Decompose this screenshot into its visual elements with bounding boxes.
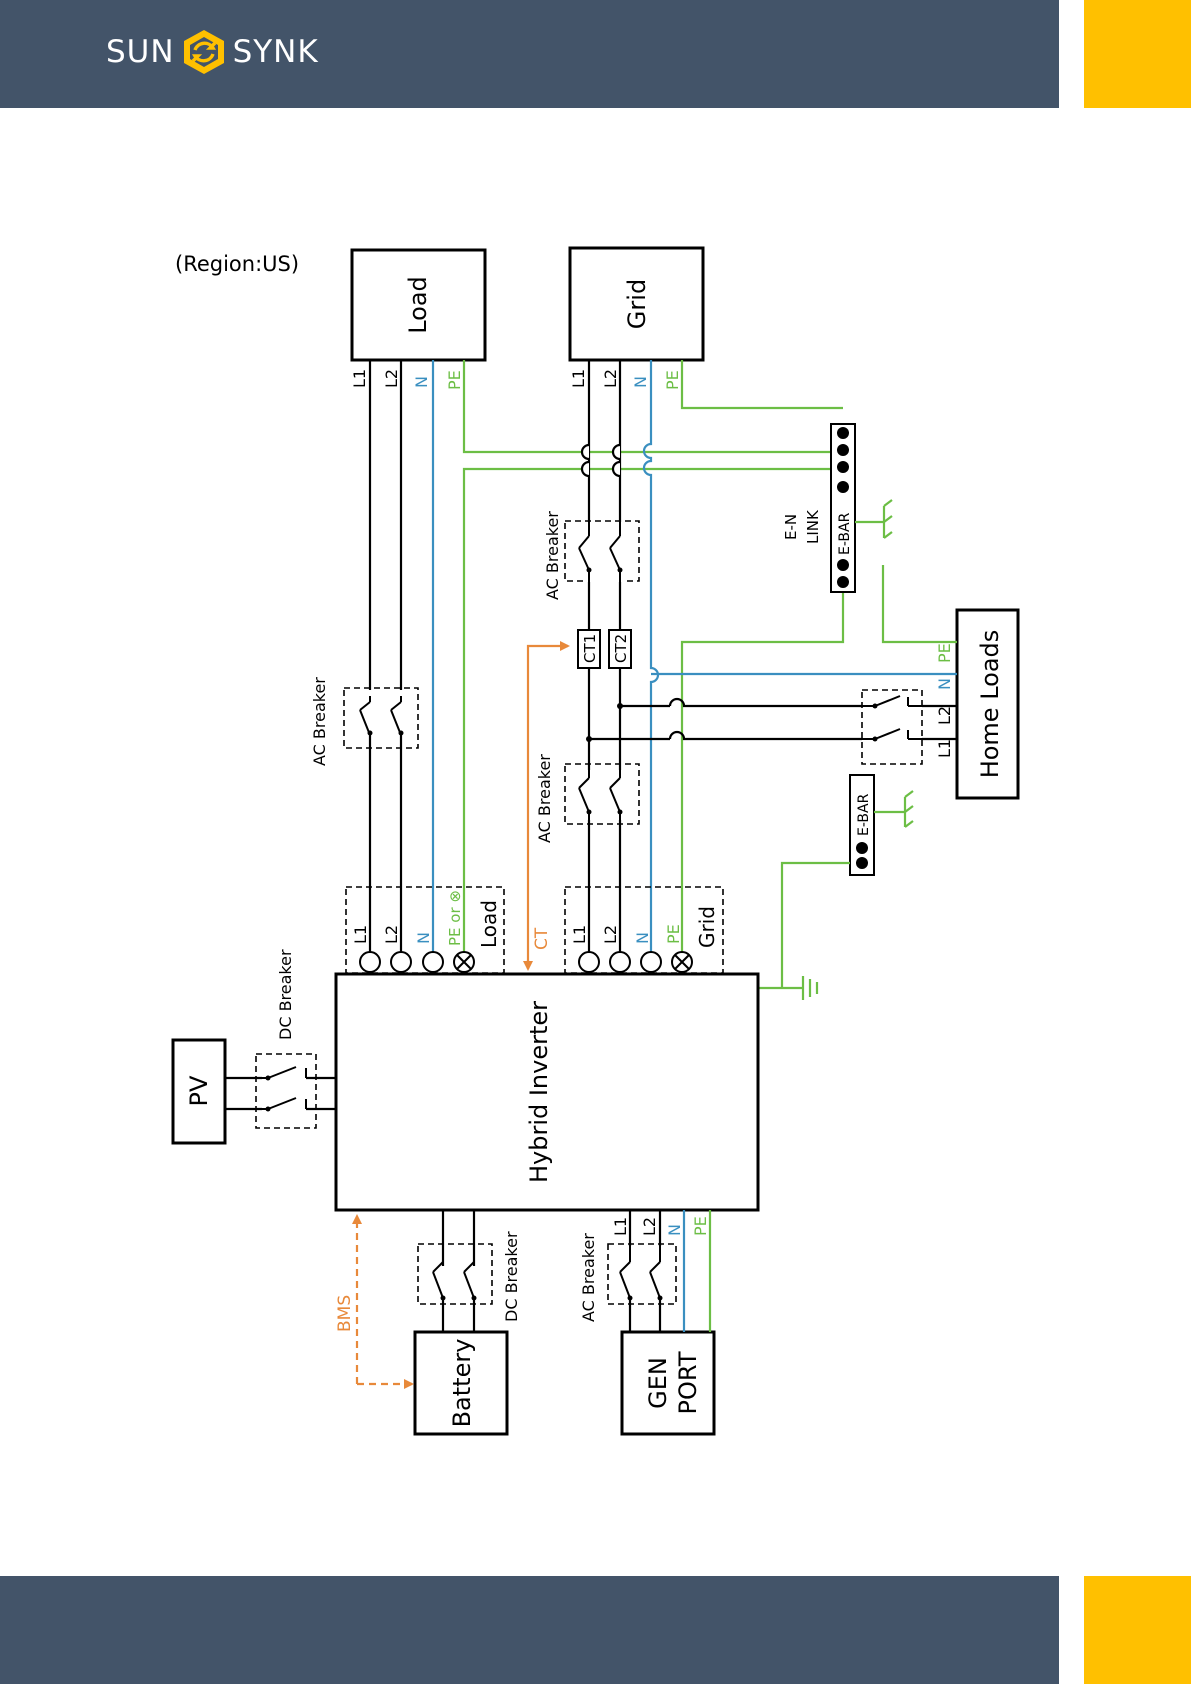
battery-block: Battery bbox=[415, 1332, 507, 1434]
en-link-label-1: E-N bbox=[782, 514, 800, 540]
gen-l1-label: L1 bbox=[611, 1217, 630, 1236]
inv-load-l2-label: L2 bbox=[382, 925, 401, 944]
gen-port-label-2: PORT bbox=[674, 1351, 702, 1414]
ct1-box: CT1 bbox=[578, 630, 600, 668]
grid-n-label: N bbox=[631, 376, 650, 388]
bms-label: BMS bbox=[335, 1295, 355, 1332]
gen-pe-label: PE bbox=[691, 1216, 710, 1236]
gen-l2-label: L2 bbox=[640, 1217, 659, 1236]
en-link-label-2: LINK bbox=[804, 509, 822, 544]
home-pe-label: PE bbox=[935, 643, 954, 663]
gen-n-label: N bbox=[665, 1224, 684, 1236]
inverter-ground-icon bbox=[759, 976, 817, 1000]
grid-l1-label: L1 bbox=[569, 369, 588, 388]
pv-dc-breaker-label: DC Breaker bbox=[276, 949, 295, 1040]
home-ac-breaker bbox=[862, 690, 922, 764]
inv-load-pe-or-label: PE or ⊗ bbox=[446, 890, 464, 946]
ebar-lower-label: E-BAR bbox=[856, 793, 872, 836]
grid-upper-ac-breaker-label: AC Breaker bbox=[543, 511, 562, 600]
inv-grid-pe-label: PE bbox=[664, 924, 683, 944]
grid-lower-ac-breaker: AC Breaker bbox=[535, 754, 639, 843]
load-l1-label: L1 bbox=[350, 369, 369, 388]
load-n-label: N bbox=[412, 376, 431, 388]
ct2-label: CT2 bbox=[612, 634, 630, 663]
pv-block: PV bbox=[173, 1040, 225, 1143]
grid-l2-label: L2 bbox=[601, 369, 620, 388]
upper-ground-icon bbox=[855, 500, 892, 538]
ebar-lower: E-BAR bbox=[850, 775, 874, 875]
grid-pe-label: PE bbox=[663, 370, 682, 390]
inv-load-l1-label: L1 bbox=[351, 925, 370, 944]
home-n-label: N bbox=[935, 678, 954, 690]
ct2-box: CT2 bbox=[609, 630, 631, 668]
pv-label: PV bbox=[185, 1075, 213, 1106]
inv-load-n-label: N bbox=[414, 932, 433, 944]
inv-grid-l1-label: L1 bbox=[570, 925, 589, 944]
grid-lower-ac-breaker-label: AC Breaker bbox=[535, 754, 554, 843]
hybrid-inverter-block: Hybrid Inverter bbox=[336, 974, 758, 1210]
load-block-label: Load bbox=[404, 276, 432, 334]
inv-grid-n-label: N bbox=[633, 932, 652, 944]
gen-ac-breaker-label: AC Breaker bbox=[579, 1233, 598, 1322]
battery-dc-breaker-label: DC Breaker bbox=[502, 1231, 521, 1322]
home-loads-label: Home Loads bbox=[976, 630, 1004, 779]
load-block: Load bbox=[352, 250, 485, 360]
battery-label: Battery bbox=[448, 1339, 476, 1428]
inv-grid-label: Grid bbox=[695, 906, 719, 948]
inv-load-label: Load bbox=[477, 900, 501, 948]
home-loads-block: Home Loads bbox=[957, 610, 1018, 798]
lower-ground-icon bbox=[874, 791, 913, 827]
ebar-en-link: E-BAR E-N LINK bbox=[782, 424, 855, 592]
home-l1-label: L1 bbox=[935, 739, 954, 758]
gen-port-block: GEN PORT bbox=[622, 1332, 714, 1434]
grid-block: Grid bbox=[570, 248, 703, 360]
gen-ac-breaker: AC Breaker bbox=[579, 1233, 676, 1322]
inv-grid-l2-label: L2 bbox=[601, 925, 620, 944]
battery-dc-breaker: DC Breaker bbox=[418, 1231, 521, 1322]
pv-dc-breaker: DC Breaker bbox=[256, 949, 316, 1128]
ct1-label: CT1 bbox=[581, 634, 599, 663]
grid-block-label: Grid bbox=[623, 279, 651, 329]
load-l2-label: L2 bbox=[382, 369, 401, 388]
home-l2-label: L2 bbox=[935, 706, 954, 725]
grid-upper-ac-breaker: AC Breaker bbox=[543, 511, 639, 600]
load-pe-label: PE bbox=[445, 370, 464, 390]
ct-label: CT bbox=[532, 927, 552, 950]
bms-signal: BMS bbox=[335, 1216, 412, 1384]
region-label: (Region:US) bbox=[175, 252, 299, 276]
hybrid-inverter-label: Hybrid Inverter bbox=[525, 1001, 553, 1183]
load-ac-breaker-label: AC Breaker bbox=[310, 677, 329, 766]
gen-port-label-1: GEN bbox=[644, 1357, 672, 1409]
ebar-upper-label: E-BAR bbox=[837, 512, 853, 555]
